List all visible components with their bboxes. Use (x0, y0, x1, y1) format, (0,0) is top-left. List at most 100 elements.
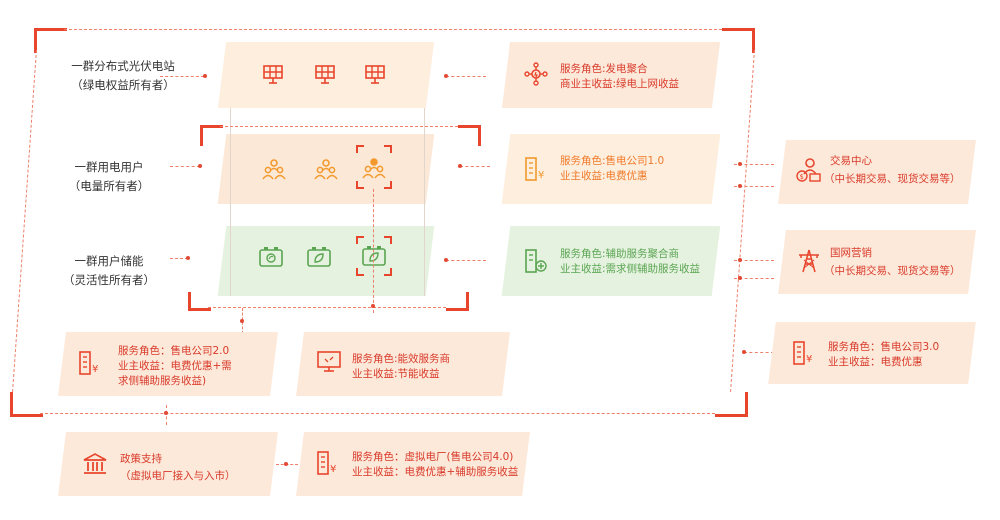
connector-dot (738, 184, 742, 188)
outer-frame-left (12, 50, 37, 392)
inner-bracket-tl (200, 125, 223, 146)
label-storage-line1: 一群用户储能 (74, 254, 144, 268)
inner-bracket-bottom (208, 307, 446, 308)
outer-frame-corner-br (715, 392, 748, 417)
connector-vertical-center (373, 189, 374, 313)
connector-pv-left (160, 76, 204, 77)
connector-outer-bottom (166, 405, 167, 425)
connector-dot (444, 74, 448, 78)
role-vpp-text: 服务角色：虚拟电厂(售电公司4.0) 业主收益：电费优惠+辅助服务收益 (352, 450, 524, 480)
connector-dot (444, 258, 448, 262)
svg-text:¥: ¥ (806, 354, 812, 365)
role-retail2-role: 服务角色：售电公司2.0 (118, 345, 230, 357)
role-aux-income: 业主收益:需求侧辅助服务收益 (560, 263, 701, 275)
connector-dot (284, 462, 288, 466)
building-yuan-icon: ¥ (78, 350, 104, 376)
solar-panel-icon (364, 64, 386, 86)
label-users-line2: （电量所有者） (68, 179, 150, 193)
government-building-icon (82, 452, 108, 476)
label-pv-owners: 一群分布式光伏电站 （绿电权益所有者） (48, 57, 198, 95)
user-group-icon-highlighted (356, 145, 392, 189)
label-storage: 一群用户储能 （灵活性所有者） (34, 252, 184, 290)
svg-text:$: $ (800, 173, 804, 181)
connector-to-grid-2 (734, 278, 774, 279)
building-yuan-icon: ¥ (524, 156, 548, 182)
label-pv-line2: （绿电权益所有者） (71, 78, 175, 92)
role-energy-text: 服务角色:能效服务商 业主收益:节能收益 (352, 352, 502, 382)
building-plus-icon (524, 248, 548, 274)
grid-marketing-text: 国网营销 （中长期交易、现货交易等） (824, 246, 970, 279)
connector-dot (371, 304, 375, 308)
connector-dot (186, 256, 190, 260)
role-retail3-role: 服务角色：售电公司3.0 (828, 341, 940, 353)
connector-dot (458, 164, 462, 168)
solar-panel-icon (314, 64, 336, 86)
connector-dot (203, 74, 207, 78)
role-vpp-income: 业主收益：电费优惠+辅助服务收益 (352, 466, 519, 478)
label-users: 一群用电用户 （电量所有者） (34, 158, 184, 196)
inner-bracket-tr (458, 125, 481, 146)
connector-dot (164, 411, 168, 415)
role-retail3-text: 服务角色：售电公司3.0 业主收益：电费优惠 (828, 340, 968, 370)
role-energy-role: 服务角色:能效服务商 (352, 353, 451, 365)
battery-leaf-icon-highlighted (356, 236, 392, 276)
inner-bracket-bl (188, 292, 211, 311)
role-pv-income: 商业主收益:绿电上网收益 (560, 78, 680, 90)
svg-text:¥: ¥ (92, 364, 98, 375)
label-storage-line2: （灵活性所有者） (63, 273, 155, 287)
grid-marketing-sub: （中长期交易、现货交易等） (824, 265, 961, 277)
connector-storage-right (446, 260, 486, 261)
role-retail1-role: 服务角色:售电公司1.0 (560, 155, 665, 167)
role-pv-text: 服务角色:发电聚合 商业主收益:绿电上网收益 (560, 62, 710, 92)
role-vpp-role: 服务角色：虚拟电厂(售电公司4.0) (352, 451, 514, 463)
monitor-icon (316, 350, 342, 374)
outer-frame-bottom (40, 413, 715, 414)
svg-text:¥: ¥ (538, 170, 544, 181)
role-retail2-text: 服务角色：售电公司2.0 业主收益：电费优惠+需 求侧辅助服务收益) (118, 344, 268, 389)
cube-edge-right (424, 108, 425, 296)
inner-bracket-top (220, 126, 458, 127)
connector-dot (198, 164, 202, 168)
role-retail2-income: 业主收益：电费优惠+需 (118, 360, 232, 372)
building-yuan-icon: ¥ (316, 450, 342, 476)
policy-text: 政策支持 （虚拟电厂接入与入市） (120, 452, 270, 484)
role-retail1-text: 服务角色:售电公司1.0 业主收益:电费优惠 (560, 154, 710, 184)
connector-to-grid (734, 260, 774, 261)
trade-center-text: 交易中心 （中长期交易、现货交易等） (824, 154, 970, 187)
outer-frame-corner-tl (34, 28, 67, 53)
role-pv-role: 服务角色:发电聚合 (560, 63, 648, 75)
solar-panel-icon (262, 64, 284, 86)
connector-dot (240, 319, 244, 323)
trade-center-sub: （中长期交易、现货交易等） (824, 173, 961, 185)
policy-title: 政策支持 (120, 453, 162, 465)
user-group-icon (314, 158, 338, 180)
role-energy-income: 业主收益:节能收益 (352, 368, 440, 380)
outer-frame-top (64, 29, 722, 30)
power-tower-icon (796, 248, 822, 274)
building-yuan-icon: ¥ (792, 340, 818, 366)
connector-users-left (170, 166, 200, 167)
trader-icon: $ (796, 156, 822, 184)
role-aux-text: 服务角色:辅助服务聚合商 业主收益:需求侧辅助服务收益 (560, 247, 715, 277)
user-group-icon (262, 158, 286, 180)
outer-frame-right (730, 50, 755, 392)
battery-leaf-icon (258, 246, 284, 268)
connector-pv-right (446, 76, 486, 77)
svg-text:¥: ¥ (330, 464, 336, 475)
cube-edge-left (230, 108, 231, 296)
grid-marketing-title: 国网营销 (830, 247, 872, 259)
inner-bracket-br (446, 292, 469, 311)
connector-dot (738, 258, 742, 262)
connector-to-trade-2 (734, 186, 774, 187)
connector-dot (738, 276, 742, 280)
connector-to-trade (734, 164, 774, 165)
connector-dot (738, 162, 742, 166)
connector-to-retail3 (744, 352, 774, 353)
role-retail1-income: 业主收益:电费优惠 (560, 170, 648, 182)
role-aux-role: 服务角色:辅助服务聚合商 (560, 248, 680, 260)
label-pv-line1: 一群分布式光伏电站 (71, 59, 175, 73)
connector-dot (742, 350, 746, 354)
role-retail3-income: 业主收益：电费优惠 (828, 356, 923, 368)
connector-users-right (460, 166, 490, 167)
battery-leaf-icon (306, 246, 332, 268)
